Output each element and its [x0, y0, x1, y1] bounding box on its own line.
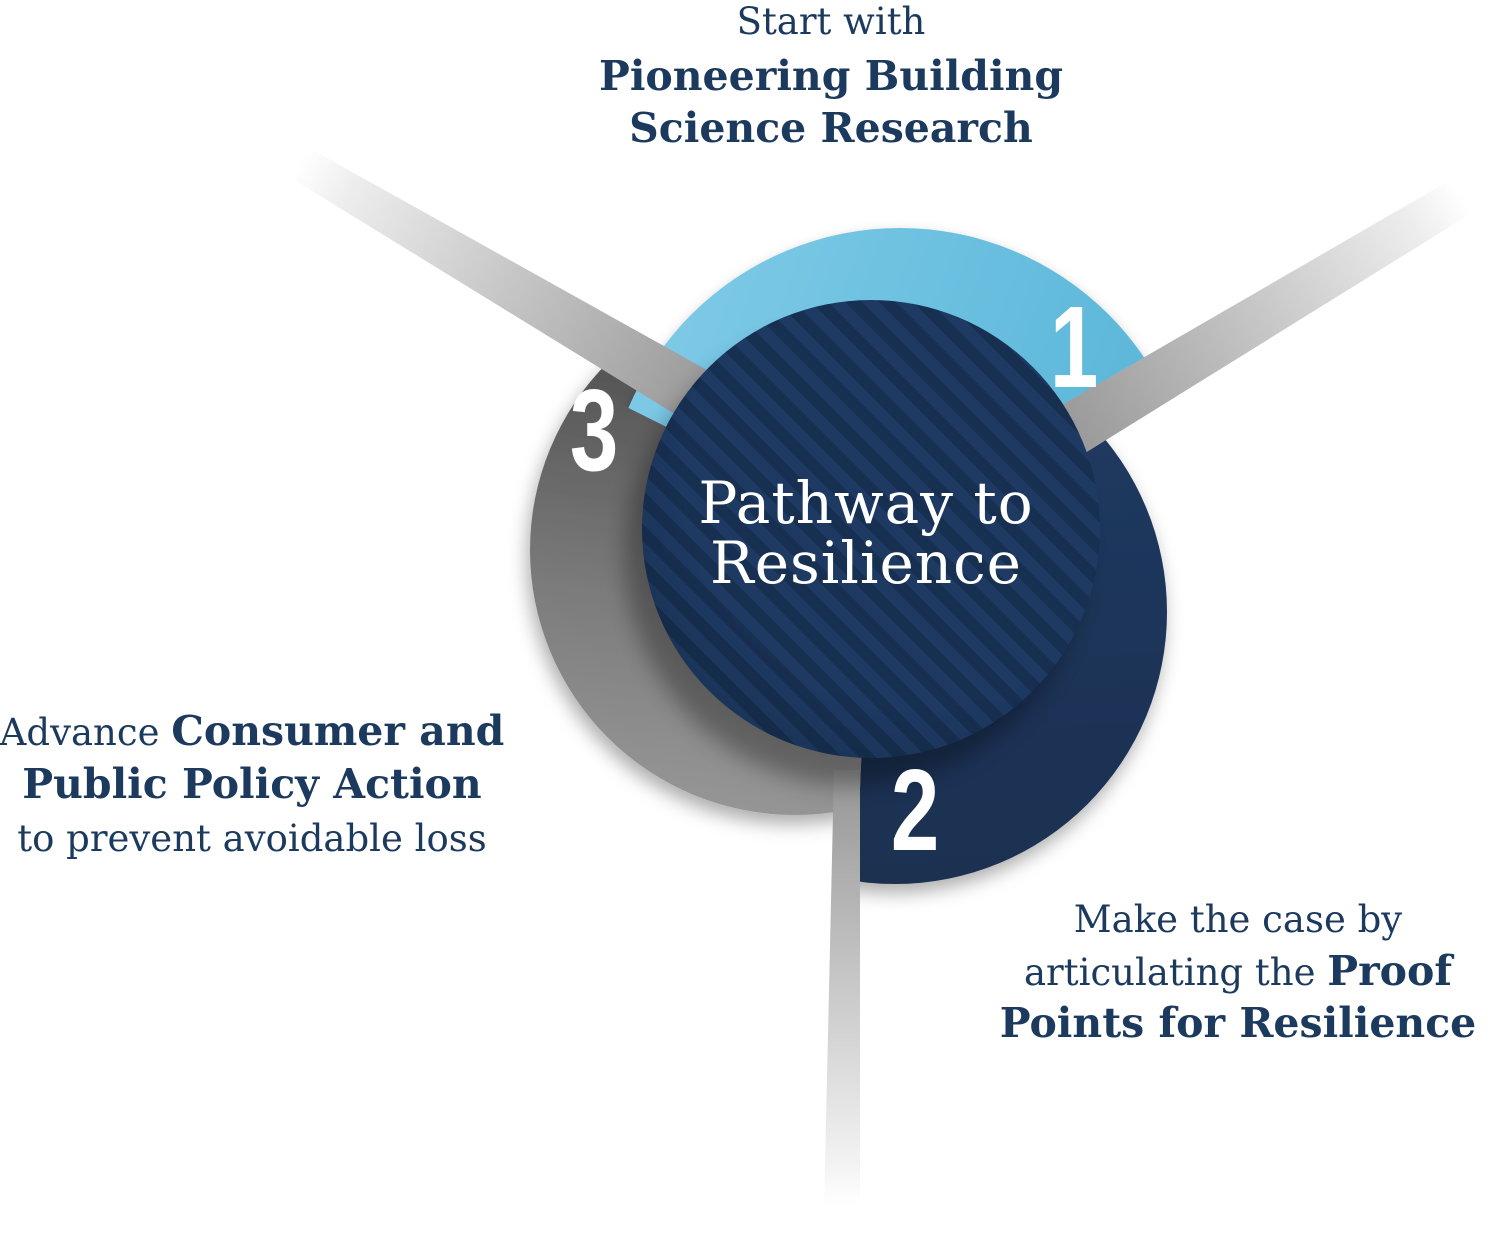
step-1-label-line-1: Start with — [737, 0, 926, 43]
ray-down — [824, 770, 860, 1210]
center-title-line-2: Resilience — [710, 529, 1022, 597]
ray-upper-left — [291, 148, 732, 432]
step-3-label-line-3: to prevent avoidable loss — [17, 817, 487, 860]
step-2-label-line-2: articulating the Proof — [1024, 947, 1454, 995]
step-3-label-line-1: Advance Consumer and — [0, 707, 504, 755]
step-1-label-line-2: Pioneering Building — [599, 52, 1063, 100]
step-1-label-line-3: Science Research — [629, 104, 1033, 152]
step-3-number: 3 — [570, 365, 618, 495]
step-2-label-line-3: Points for Resilience — [1000, 999, 1477, 1047]
step-3-label: Advance Consumer and Public Policy Actio… — [0, 707, 504, 860]
step-2-number: 2 — [891, 745, 939, 875]
step-3-label-line-2: Public Policy Action — [22, 760, 481, 808]
center-circle-rim-shading — [642, 300, 1100, 758]
step-2-label-line-1: Make the case by — [1074, 898, 1402, 941]
step-2-label: Make the case by articulating the Proof … — [1000, 898, 1477, 1047]
center-title-line-1: Pathway to — [698, 469, 1033, 537]
ray-upper-right — [1041, 179, 1472, 463]
step-1-label: Start with Pioneering Building Science R… — [599, 0, 1063, 152]
step-1-number: 1 — [1050, 282, 1098, 412]
